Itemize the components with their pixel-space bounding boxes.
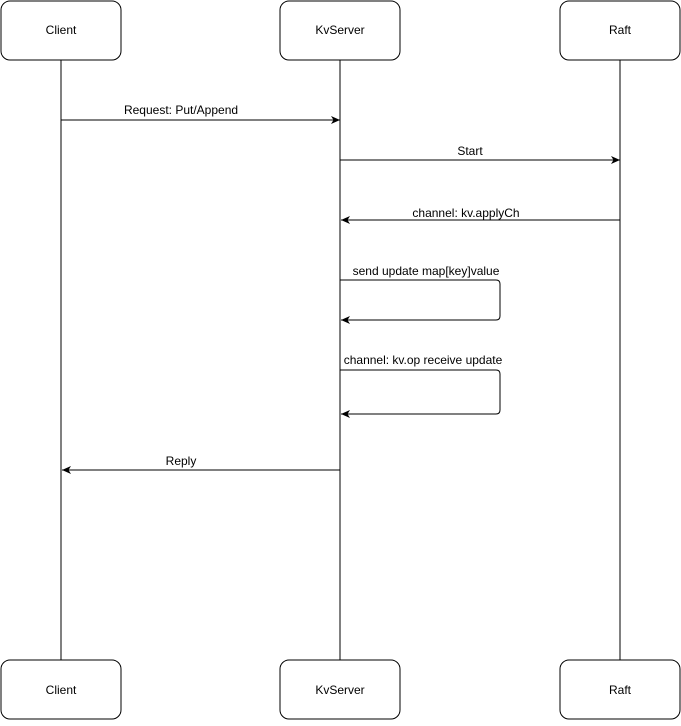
message-label: Start <box>457 144 483 158</box>
message-op-receive-self[interactable]: channel: kv.op receive update <box>340 353 503 418</box>
participant-kvserver-bottom[interactable]: KvServer <box>279 659 401 720</box>
participant-client-top[interactable]: Client <box>0 0 122 61</box>
message-label: Reply <box>166 454 197 468</box>
participant-label: Raft <box>609 23 632 37</box>
message-reply[interactable]: Reply <box>62 454 340 474</box>
participant-label: KvServer <box>315 683 364 697</box>
message-request-put-append[interactable]: Request: Put/Append <box>61 103 340 124</box>
participant-label: Client <box>46 683 77 697</box>
message-label: channel: kv.op receive update <box>344 353 503 367</box>
participant-label: KvServer <box>315 23 364 37</box>
message-send-update-self[interactable]: send update map[key]value <box>340 264 501 324</box>
participant-client-bottom[interactable]: Client <box>0 659 122 720</box>
message-label: send update map[key]value <box>353 264 500 278</box>
message-label: channel: kv.applyCh <box>412 206 519 220</box>
participant-raft-top[interactable]: Raft <box>559 0 681 61</box>
message-start[interactable]: Start <box>340 144 620 164</box>
participant-kvserver-top[interactable]: KvServer <box>279 0 401 61</box>
participant-label: Client <box>46 23 77 37</box>
participant-label: Raft <box>609 683 632 697</box>
message-apply-channel[interactable]: channel: kv.applyCh <box>341 206 620 224</box>
message-label: Request: Put/Append <box>124 103 238 117</box>
participant-raft-bottom[interactable]: Raft <box>559 659 681 720</box>
